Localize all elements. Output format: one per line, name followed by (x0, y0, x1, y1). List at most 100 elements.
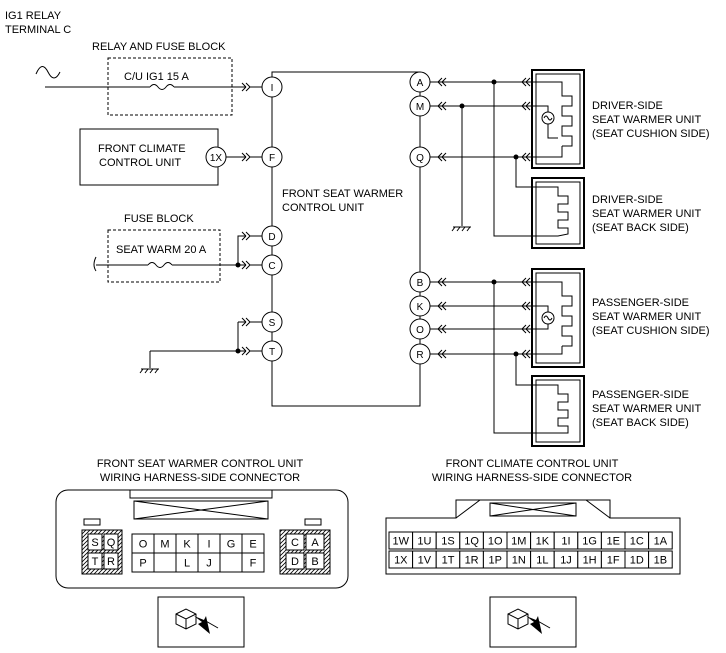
passenger-back-warmer-unit (531, 375, 585, 447)
svg-text:1E: 1E (606, 536, 619, 548)
svg-text:R: R (107, 556, 115, 568)
terminal-R: R (409, 343, 431, 365)
conn2-cell-1B: 1B (648, 550, 673, 569)
svg-text:A: A (311, 537, 319, 549)
conn1-cell-L: L (175, 552, 199, 573)
connector2-body (385, 499, 681, 575)
conn2-cell-1I: 1I (553, 531, 579, 550)
svg-text:P: P (139, 558, 146, 570)
fuse-symbol-cu-ig1 (149, 84, 175, 90)
svg-text:S: S (269, 318, 276, 329)
svg-text:K: K (417, 302, 424, 313)
svg-text:C: C (268, 261, 275, 272)
terminal-D: D (261, 225, 283, 247)
conn2-cell-1D: 1D (624, 550, 650, 569)
passenger-cushion-warmer-unit (531, 268, 585, 368)
conn2-cell-1T: 1T (435, 550, 461, 569)
control-unit-label-2: CONTROL UNIT (282, 202, 364, 214)
terminal-B: B (409, 271, 431, 293)
control-unit-label-1: FRONT SEAT WARMER (282, 188, 403, 200)
terminal-A: A (409, 71, 431, 93)
conn2-cell-1V: 1V (412, 550, 437, 569)
junction-dot-t (235, 348, 241, 354)
terminal-Q: Q (409, 146, 431, 168)
front-climate-label-1: FRONT CLIMATE (98, 143, 186, 155)
conn2-cell-1A: 1A (648, 531, 673, 550)
conn1-cell-Q: Q (103, 533, 119, 551)
conn2-cell-1L: 1L (530, 550, 555, 569)
conn1-cell-R: R (103, 552, 119, 570)
terminal-O: O (409, 318, 431, 340)
svg-text:1P: 1P (488, 555, 501, 567)
svg-text:1D: 1D (630, 555, 644, 567)
svg-text:T: T (92, 556, 99, 568)
svg-text:F: F (269, 153, 275, 164)
fuse-symbol-seat-warm (147, 262, 173, 268)
svg-text:I: I (207, 539, 210, 551)
fuse-block-label: FUSE BLOCK (124, 213, 194, 225)
svg-text:M: M (160, 539, 169, 551)
conn2-cell-1J: 1J (553, 550, 579, 569)
svg-text:1O: 1O (488, 536, 503, 548)
conn2-cell-1F: 1F (600, 550, 626, 569)
svg-text:1H: 1H (583, 555, 597, 567)
svg-text:1S: 1S (441, 536, 454, 548)
conn1-cell-O: O (131, 533, 155, 554)
svg-text:K: K (183, 539, 191, 551)
pass-back-label-1: PASSENGER-SIDE (592, 389, 689, 401)
svg-text:G: G (227, 539, 236, 551)
conn1-empty-cell (219, 552, 243, 573)
conn2-cell-1M: 1M (506, 531, 532, 550)
terminal-S: S (261, 311, 283, 333)
connector1-label-2: WIRING HARNESS-SIDE CONNECTOR (100, 472, 300, 484)
conn2-cell-1Q: 1Q (459, 531, 484, 550)
ig1-terminal-symbol (35, 66, 61, 79)
svg-text:D: D (268, 232, 275, 243)
svg-text:1N: 1N (512, 555, 526, 567)
conn2-cell-1N: 1N (506, 550, 532, 569)
svg-text:Q: Q (107, 537, 116, 549)
ig1-relay-label-2: TERMINAL C (5, 24, 71, 36)
terminal-C: C (261, 254, 283, 276)
seat-warm-fuse-label: SEAT WARM 20 A (116, 244, 207, 256)
conn1-cell-G: G (219, 533, 243, 554)
front-climate-pin-label: 1X (210, 153, 223, 164)
conn2-cell-1G: 1G (577, 531, 602, 550)
conn2-cell-1X: 1X (388, 550, 414, 569)
conn2-cell-1K: 1K (530, 531, 555, 550)
terminal-M: M (409, 95, 431, 117)
conn1-cell-J: J (197, 552, 221, 573)
svg-text:R: R (416, 350, 423, 361)
pass-back-label-2: SEAT WARMER UNIT (592, 403, 701, 415)
terminal-T: T (261, 340, 283, 362)
conn1-empty-cell (153, 552, 177, 573)
svg-text:1B: 1B (654, 555, 667, 567)
conn1-cell-A: A (305, 533, 325, 551)
fuse-block-box (107, 229, 221, 283)
connector2-label-2: WIRING HARNESS-SIDE CONNECTOR (432, 472, 632, 484)
terminal-F: F (261, 146, 283, 168)
front-seat-warmer-control-unit-box (271, 71, 421, 407)
conn2-cell-1H: 1H (577, 550, 602, 569)
conn1-cell-T: T (87, 552, 103, 570)
left-terminals (241, 82, 262, 356)
conn1-cell-B: B (305, 552, 325, 570)
conn2-cell-1E: 1E (600, 531, 626, 550)
svg-text:C: C (291, 537, 299, 549)
svg-text:1M: 1M (511, 536, 526, 548)
conn1-cell-F: F (241, 552, 265, 573)
svg-text:A: A (417, 78, 424, 89)
junction-dot-c (235, 262, 241, 268)
conn1-cell-M: M (153, 533, 177, 554)
svg-text:1T: 1T (442, 555, 455, 567)
svg-text:T: T (269, 347, 275, 358)
svg-text:D: D (291, 556, 299, 568)
conn1-cell-D: D (285, 552, 305, 570)
svg-text:Q: Q (416, 153, 424, 164)
driver-back-warmer-unit (531, 177, 585, 249)
svg-text:1X: 1X (394, 555, 408, 567)
svg-text:O: O (139, 539, 148, 551)
